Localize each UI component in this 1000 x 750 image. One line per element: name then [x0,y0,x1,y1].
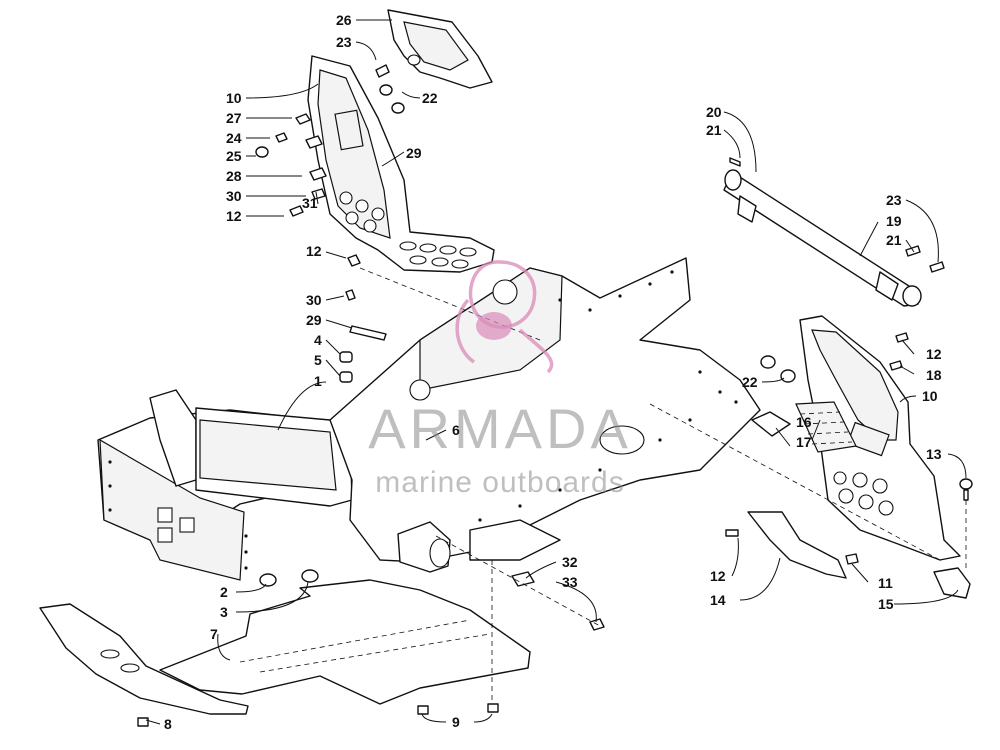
misc-rivets [137,332,909,727]
watermark-tagline: marine outboards [375,466,624,499]
callout-3: 3 [220,604,228,620]
callout-6: 6 [452,422,460,438]
watermark-brand: ARMADA [368,397,632,460]
parts-2-3-nuts [259,569,319,587]
part-13-rivet [959,478,973,501]
callout-4: 4 [314,332,322,348]
callout-24: 24 [226,130,242,146]
callout-19: 19 [886,213,902,229]
callout-26: 26 [336,12,352,28]
part-1-main-chassis [97,257,761,581]
part-10-side-bulkhead [760,315,961,561]
callout-12-right: 12 [926,346,942,362]
callout-18: 18 [926,367,942,383]
callout-32: 32 [562,554,578,570]
callout-9: 9 [452,714,460,730]
callout-15: 15 [878,596,894,612]
callout-23-right: 23 [886,192,902,208]
callout-2: 2 [220,584,228,600]
callout-21-top: 21 [706,122,722,138]
callout-25: 25 [226,148,242,164]
callout-22-right: 22 [742,374,758,390]
part-15-clip [933,567,971,599]
callout-8: 8 [164,716,172,732]
callout-33: 33 [562,574,578,590]
armada-logo-icon [455,260,554,374]
callout-12-top: 12 [226,208,242,224]
fasteners-upper-left [255,64,405,383]
callout-27: 27 [226,110,242,126]
callout-7: 7 [210,626,218,642]
part-14-lower-bracket [747,511,847,579]
callout-29-top: 29 [406,145,422,161]
assembly-lines [359,267,967,704]
callout-17: 17 [796,434,812,450]
callout-labels: 26 23 10 27 24 25 28 30 12 31 22 29 12 3… [164,12,942,732]
callout-5: 5 [314,352,322,368]
callout-22-top: 22 [422,90,438,106]
leader-lines [145,19,967,725]
armada-watermark: ARMADA marine outboards [368,260,632,499]
callout-31: 31 [302,195,318,211]
callout-14: 14 [710,592,726,608]
part-19-crossbar [723,157,945,307]
callout-29-mid: 29 [306,312,322,328]
callout-16: 16 [796,414,812,430]
callout-10-right: 10 [922,388,938,404]
callout-21-right: 21 [886,232,902,248]
part-17-mesh [795,401,857,453]
callout-23-top: 23 [336,34,352,50]
callout-10-top: 10 [226,90,242,106]
callout-30-mid: 30 [306,292,322,308]
part-7-belly-pan [159,579,531,705]
part-16-bracket [751,411,791,437]
callout-20: 20 [706,104,722,120]
callout-1: 1 [314,373,322,389]
callout-11: 11 [878,575,893,591]
part-front-skid [39,603,249,715]
part-26-bracket [387,9,493,89]
part-10-upper-post [307,55,495,273]
callout-12-mid: 12 [306,243,322,259]
callout-28: 28 [226,168,242,184]
callout-30-top: 30 [226,188,242,204]
callout-12-low: 12 [710,568,726,584]
callout-13: 13 [926,446,942,462]
